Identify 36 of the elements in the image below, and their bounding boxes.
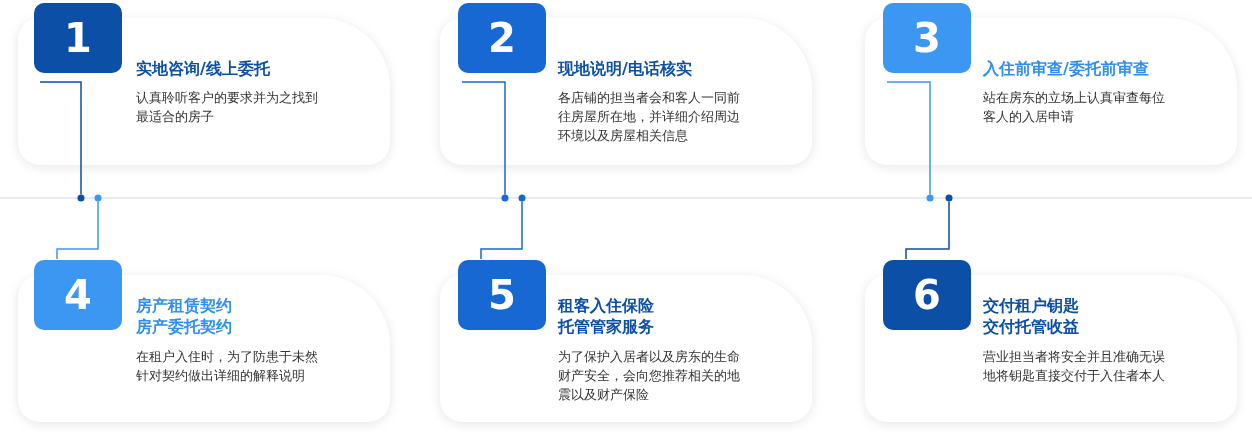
timeline-dot — [945, 194, 953, 202]
step-card — [440, 18, 812, 165]
timeline-dot — [77, 194, 85, 202]
step-description: 为了保护入居者以及房东的生命财产安全，会向您推荐相关的地震以及财产保险 — [558, 348, 740, 404]
step-description: 营业担当者将安全并且准确无误地将钥匙直接交付于入住者本人 — [983, 348, 1165, 385]
step-description: 站在房东的立场上认真审查每位客人的入居申请 — [983, 89, 1165, 126]
step-number-badge: 3 — [883, 3, 971, 73]
connector-line — [480, 200, 523, 260]
connector-line — [886, 81, 931, 196]
connector-line — [905, 200, 950, 260]
timeline-dot — [926, 194, 934, 202]
step-card — [18, 18, 390, 165]
step-description: 认真聆听客户的要求并为之找到最适合的房子 — [136, 89, 318, 126]
timeline-dot — [94, 194, 102, 202]
step-title: 租客入住保险托管管家服务 — [558, 295, 655, 337]
connector-line — [39, 81, 82, 196]
step-card — [18, 275, 390, 422]
step-description: 各店铺的担当者会和客人一同前往房屋所在地，并详细介绍周边环境以及房屋相关信息 — [558, 89, 740, 145]
step-description: 在租户入住时，为了防患于未然针对契约做出详细的解释说明 — [136, 348, 318, 385]
connector-line — [56, 200, 99, 260]
step-title: 现地说明/电话核实 — [558, 58, 693, 79]
timeline-dot — [518, 194, 526, 202]
step-number-badge: 5 — [458, 260, 546, 330]
step-card — [865, 18, 1237, 165]
step-title: 入住前审查/委托前审查 — [983, 58, 1150, 79]
step-card — [865, 275, 1237, 422]
step-title: 交付租户钥匙交付托管收益 — [983, 295, 1080, 337]
step-number-badge: 6 — [883, 260, 971, 330]
step-number-badge: 4 — [34, 260, 122, 330]
timeline-dot — [501, 194, 509, 202]
step-number-badge: 1 — [34, 3, 122, 73]
step-card — [440, 275, 812, 422]
step-number-badge: 2 — [458, 3, 546, 73]
step-title: 房产租赁契约房产委托契约 — [136, 295, 233, 337]
connector-line — [461, 81, 506, 196]
step-title: 实地咨询/线上委托 — [136, 58, 271, 79]
